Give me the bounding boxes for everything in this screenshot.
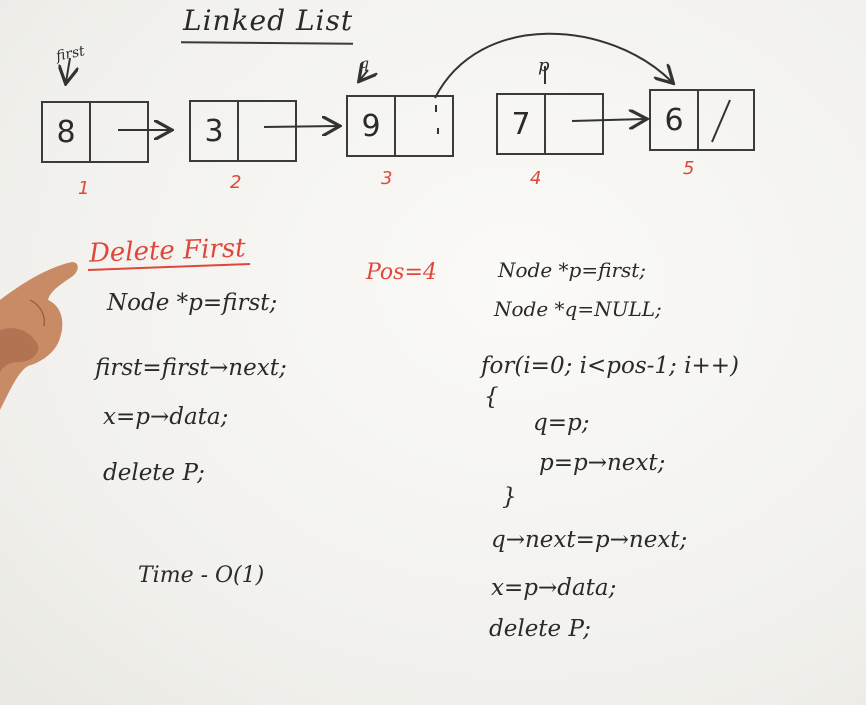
node-3: 9 bbox=[346, 95, 454, 157]
node-5: 6 bbox=[649, 89, 755, 151]
code-line: p=p→next; bbox=[539, 450, 666, 476]
curved-arrow-3-5 bbox=[434, 32, 672, 99]
q-pointer-arrow bbox=[360, 70, 368, 80]
arrow-4-5 bbox=[571, 119, 645, 121]
node-index: 2 bbox=[230, 172, 242, 193]
time-complexity: Time - O(1) bbox=[138, 563, 265, 588]
first-pointer-arrow bbox=[66, 57, 70, 82]
code-line: Node *q=NULL; bbox=[494, 297, 662, 321]
node-index: 5 bbox=[683, 158, 695, 179]
code-line: delete P; bbox=[489, 616, 591, 642]
code-line: x=p→data; bbox=[491, 575, 617, 601]
node-index: 1 bbox=[78, 178, 90, 199]
code-line: first=first→next; bbox=[95, 355, 287, 381]
code-line: q→next=p→next; bbox=[491, 527, 688, 553]
code-line: Node *p=first; bbox=[107, 290, 278, 316]
node-data: 6 bbox=[651, 91, 699, 149]
node-data: 3 bbox=[191, 102, 239, 160]
code-line: } bbox=[502, 484, 517, 510]
node-data: 7 bbox=[498, 95, 546, 153]
code-line: q=p; bbox=[533, 410, 590, 436]
node-data: 8 bbox=[43, 103, 91, 161]
code-line: Node *p=first; bbox=[498, 258, 647, 282]
p-pointer-label: p bbox=[538, 55, 550, 76]
title: Linked List bbox=[183, 4, 354, 37]
null-slash bbox=[711, 99, 731, 143]
code-line: x=p→data; bbox=[103, 404, 229, 430]
code-line: delete P; bbox=[103, 460, 205, 486]
code-line: { bbox=[484, 384, 499, 410]
node-4: 7 bbox=[496, 93, 604, 155]
delete-first-underline bbox=[87, 263, 251, 271]
code-line: for(i=0; i<pos-1; i++) bbox=[481, 353, 739, 379]
node-data: 9 bbox=[348, 97, 396, 155]
pos-label: Pos=4 bbox=[366, 260, 437, 285]
node-index: 3 bbox=[381, 168, 393, 189]
node-index: 4 bbox=[530, 168, 542, 189]
node-1: 8 bbox=[41, 101, 149, 163]
arrow-2-3 bbox=[263, 126, 338, 127]
node-2: 3 bbox=[189, 100, 297, 162]
